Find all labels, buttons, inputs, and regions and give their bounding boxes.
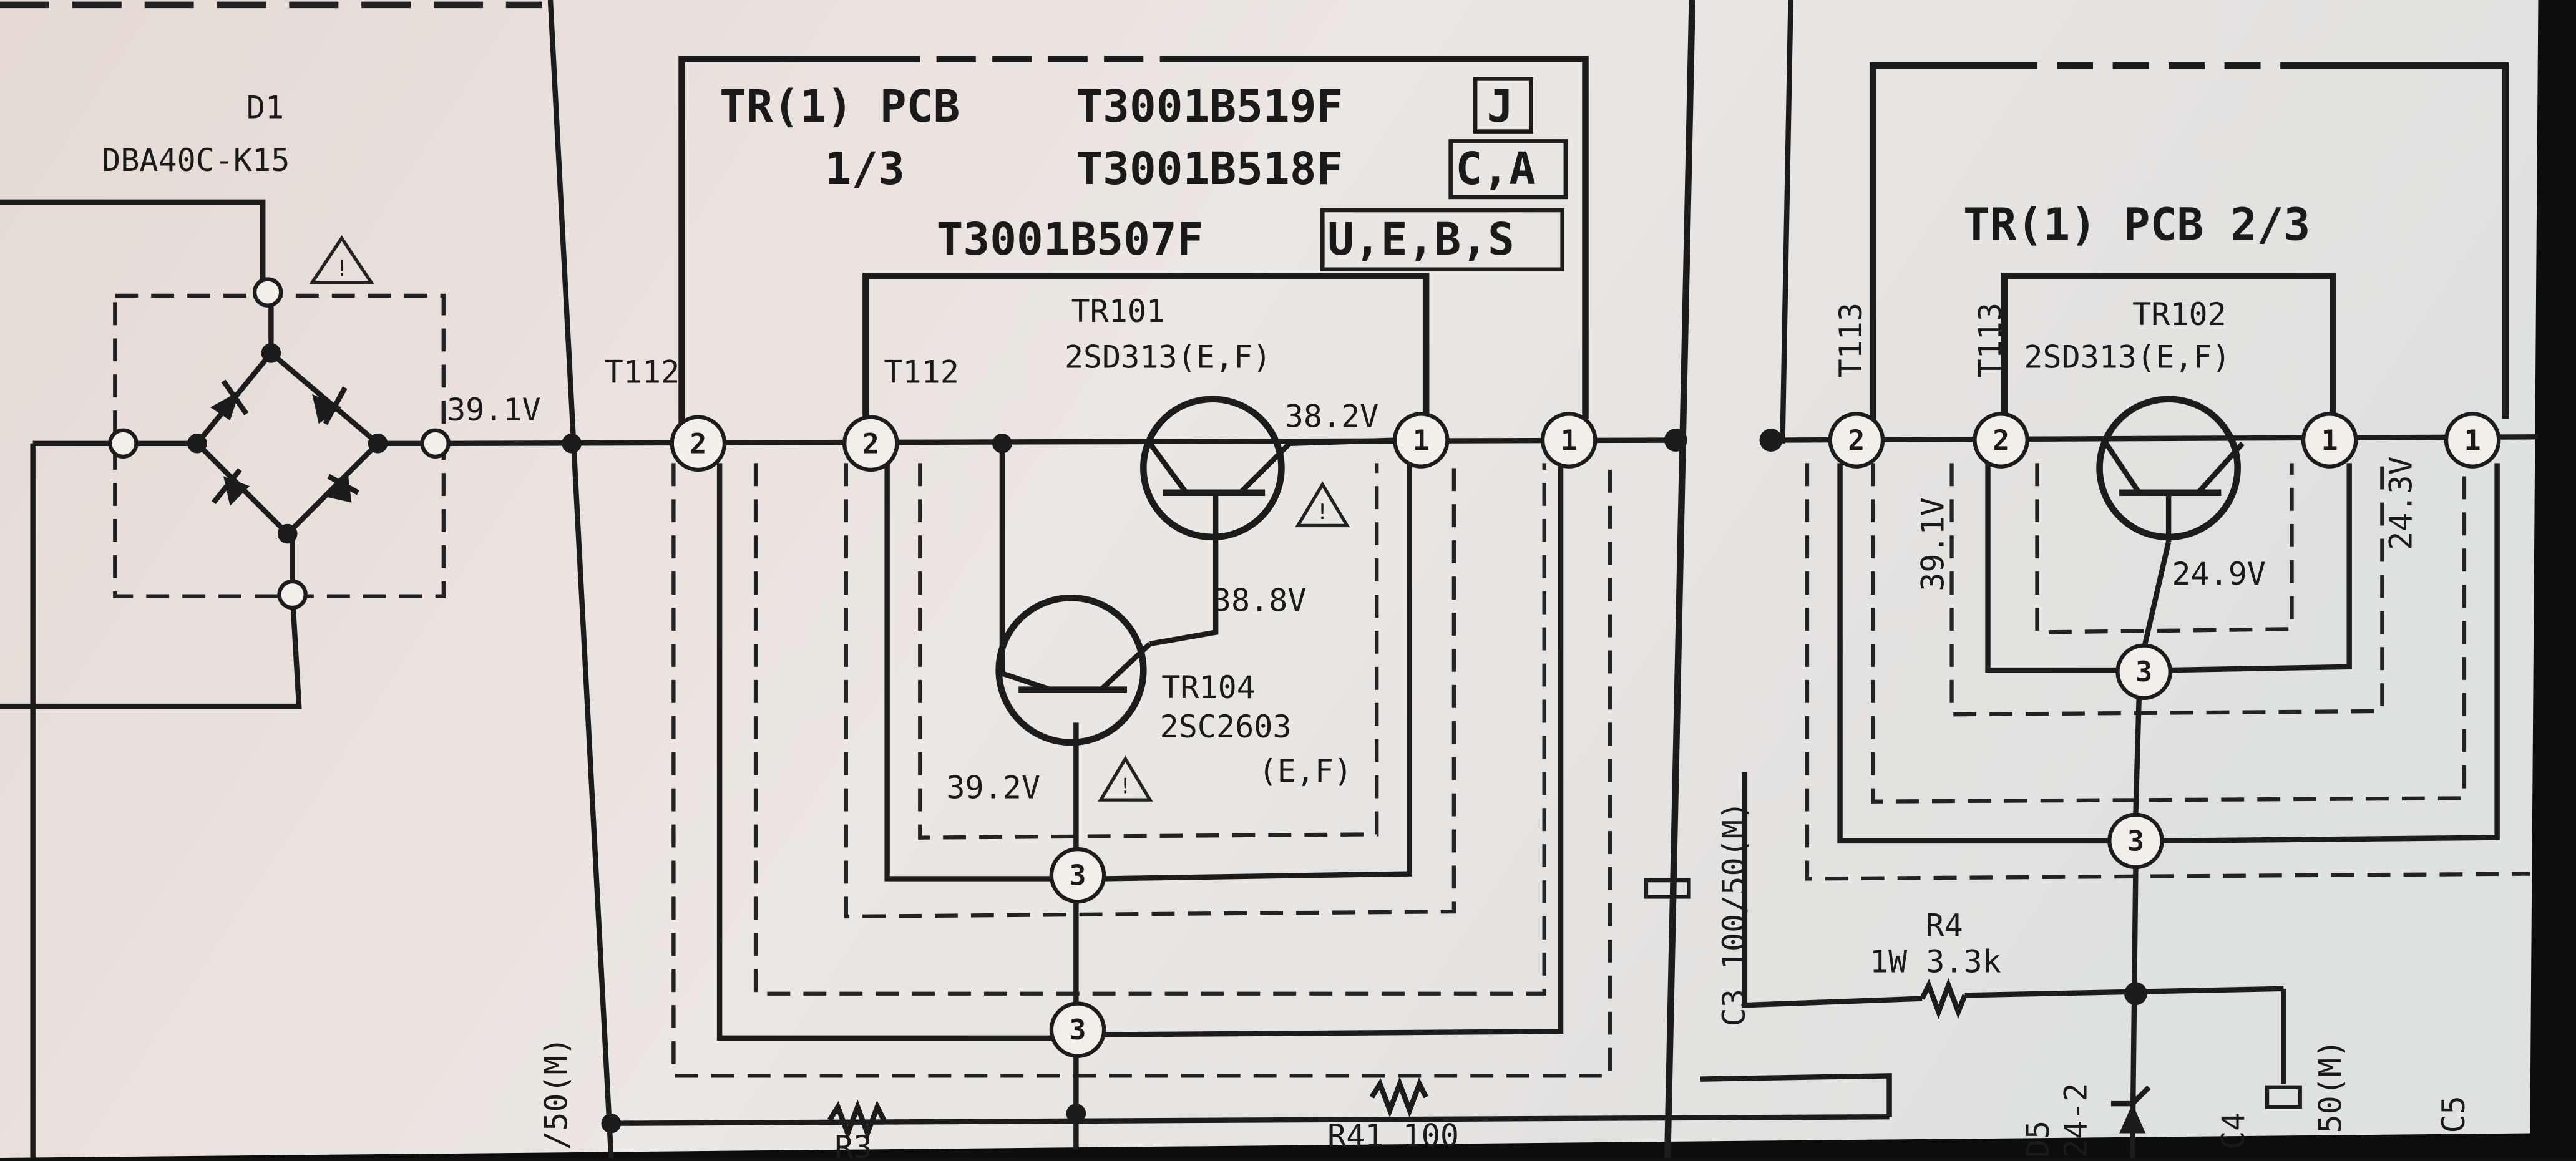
svg-text:1: 1 [2321,424,2338,457]
tr104-part: 2SC2603 [1160,709,1292,745]
d5-part: 24-2 [2057,1083,2094,1158]
svg-text:3: 3 [2127,824,2144,857]
svg-text:!: ! [1316,500,1329,525]
c5-ref: C5 [2436,1095,2472,1133]
tr104-grade: (E,F) [1259,753,1353,789]
pcb1-variant-region: C,A [1456,143,1536,195]
svg-text:3: 3 [1070,859,1086,892]
pcb1-fraction: 1/3 [825,143,905,195]
connector-pin: 3 [2115,643,2172,701]
connector-pin: 3 [1049,847,1106,904]
r3-ref: R3 [834,1129,872,1158]
tr104-collector-voltage: 38.8V [1212,582,1307,618]
connector-t112-inner-label: T112 [884,354,959,390]
tr104-ref: TR104 [1161,669,1256,706]
pcb1-variant-region: U,E,B,S [1327,213,1515,265]
pcb1-variant-region: J [1487,80,1514,132]
bottom-section: R3 R41 100 /50(M) C3 100/50(M) R4 1W 3.3… [538,772,2472,1161]
resistor-icon [1920,978,1968,1019]
tr102-base-voltage: 24.9V [2172,556,2266,592]
connector-pin: 2 [1828,412,1885,469]
npn-transistor-icon [1140,396,1397,542]
connector-pin: 2 [670,415,727,472]
frame-lines [0,0,1793,1159]
svg-text:2: 2 [1848,424,1865,457]
svg-text:1: 1 [1413,424,1430,457]
pcb1-title: TR(1) PCB [720,80,960,132]
connector-pin: 1 [1392,412,1450,469]
tr101-voltage: 38.2V [1285,398,1379,434]
pcb-2-block: TR(1) PCB 2/3 T113 T113 TR102 2SD313(E,F… [1805,61,2530,1159]
svg-text:1: 1 [1561,424,1578,457]
connector-pin: 2 [842,415,899,472]
tr102-ref: TR102 [2132,296,2227,333]
connector-pin: 1 [2301,412,2358,469]
bridge-output-voltage: 39.1V [447,392,541,428]
pcb1-variant-part: T3001B507F [937,213,1204,265]
npn-transistor-icon [995,595,1152,746]
svg-text:3: 3 [1070,1013,1086,1046]
pcb1-variant-part: T3001B519F [1076,80,1343,132]
main-rail [448,429,2539,454]
npn-transistor-icon [2096,396,2245,542]
warning-icon: ! [1295,481,1350,528]
svg-text:2: 2 [1993,424,2009,457]
diode-icon [312,386,348,425]
r4-ref: R4 [1925,908,1963,944]
svg-text:!: ! [335,255,349,281]
resistor-icon [827,1099,887,1141]
pcb1-variant-part: T3001B518F [1076,143,1343,195]
d1-ref: D1 [246,90,284,126]
r4-value: 1W 3.3k [1870,944,2001,980]
connector-pin: 3 [1049,1001,1106,1058]
c4-value: 50(M) [2313,1039,2349,1134]
svg-text:1: 1 [2464,424,2481,457]
pcb2-title: TR(1) PCB 2/3 [1963,198,2310,250]
svg-text:2: 2 [690,427,706,460]
diode-icon [210,379,249,420]
connector-pin: 3 [2107,812,2164,870]
tr101-part: 2SD313(E,F) [1065,339,1271,376]
svg-text:!: ! [1119,774,1132,799]
tr102-part: 2SD313(E,F) [2024,339,2230,376]
warning-icon: ! [1098,755,1153,802]
r41-label: R41 100 [1327,1118,1459,1154]
pcb2-output-voltage: 24.3V [2383,456,2419,550]
warning-icon: ! [309,235,374,284]
diode-bridge-d1: D1 DBA40C-K15 ! 39.1V [0,90,541,709]
svg-text:3: 3 [2135,655,2152,688]
svg-text:2: 2 [862,427,879,460]
connector-t112-outer-label: T112 [605,354,680,390]
connector-t113-outer-label: T113 [1833,303,1869,377]
connector-pin: 2 [1973,412,2029,469]
pcb2-input-voltage: 39.1V [1915,497,1951,591]
zener-diode-icon [2110,1085,2151,1134]
d5-ref: D5 [2020,1120,2056,1158]
connector-pin: 1 [1540,412,1598,469]
capacitor-left-label: /50(M) [538,1037,574,1150]
capacitor-icon [1644,878,1691,899]
d1-part: DBA40C-K15 [102,142,290,178]
capacitor-icon [2265,1085,2302,1109]
diode-icon [322,474,359,503]
tr104-base-voltage: 39.2V [946,769,1040,805]
connector-t113-inner-label: T113 [1973,303,2009,377]
pcb-1-block: TR(1) PCB 1/3 T3001B519F J T3001B518F C,… [605,54,1612,1150]
resistor-icon [1369,1076,1428,1118]
c4-ref: C4 [2215,1112,2252,1150]
diode-icon [211,468,250,506]
tr101-ref: TR101 [1071,293,1165,329]
connector-pin: 1 [2444,412,2501,469]
